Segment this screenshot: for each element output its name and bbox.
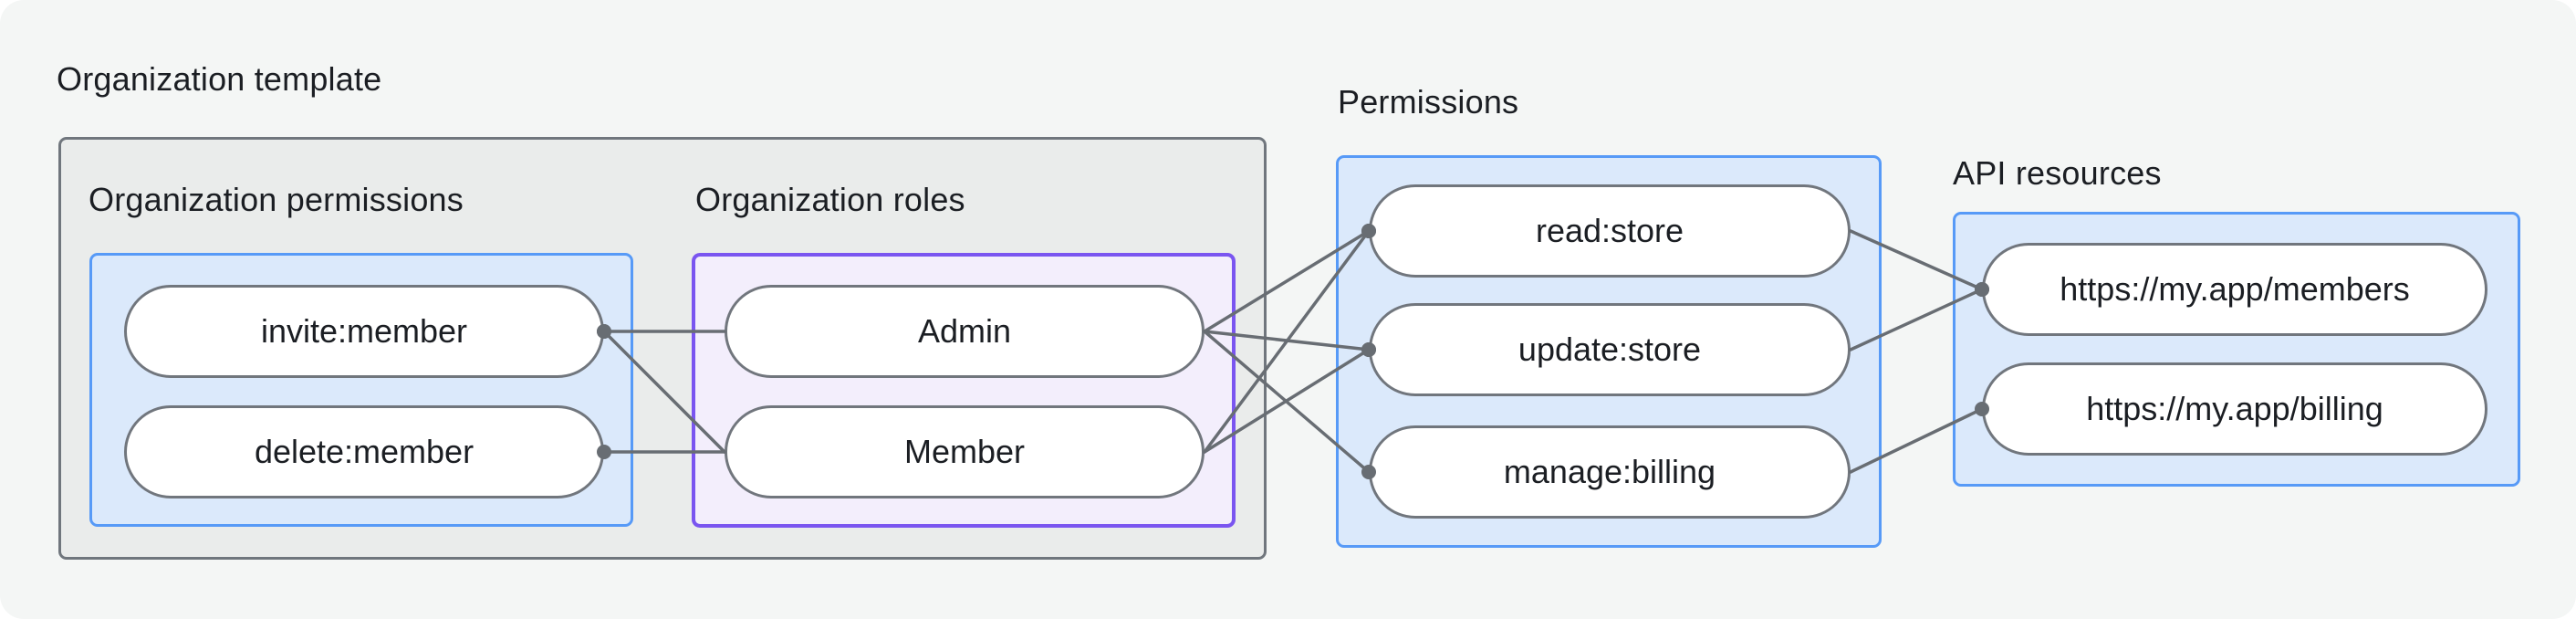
node-read-store: read:store: [1369, 184, 1851, 278]
node-members-api-resource: https://my.app/members: [1982, 243, 2487, 336]
node-update-store: update:store: [1369, 303, 1851, 396]
organization-permissions-label: Organization permissions: [89, 181, 464, 218]
node-delete-member: delete:member: [124, 405, 604, 498]
node-manage-billing: manage:billing: [1369, 425, 1851, 519]
node-admin-role: Admin: [725, 285, 1205, 378]
node-billing-api-resource: https://my.app/billing: [1982, 362, 2487, 456]
api-resources-label: API resources: [1953, 154, 2162, 192]
organization-roles-label: Organization roles: [695, 181, 965, 218]
organization-template-label: Organization template: [57, 60, 382, 98]
permissions-label: Permissions: [1338, 83, 1519, 121]
node-invite-member: invite:member: [124, 285, 604, 378]
node-member-role: Member: [725, 405, 1205, 498]
